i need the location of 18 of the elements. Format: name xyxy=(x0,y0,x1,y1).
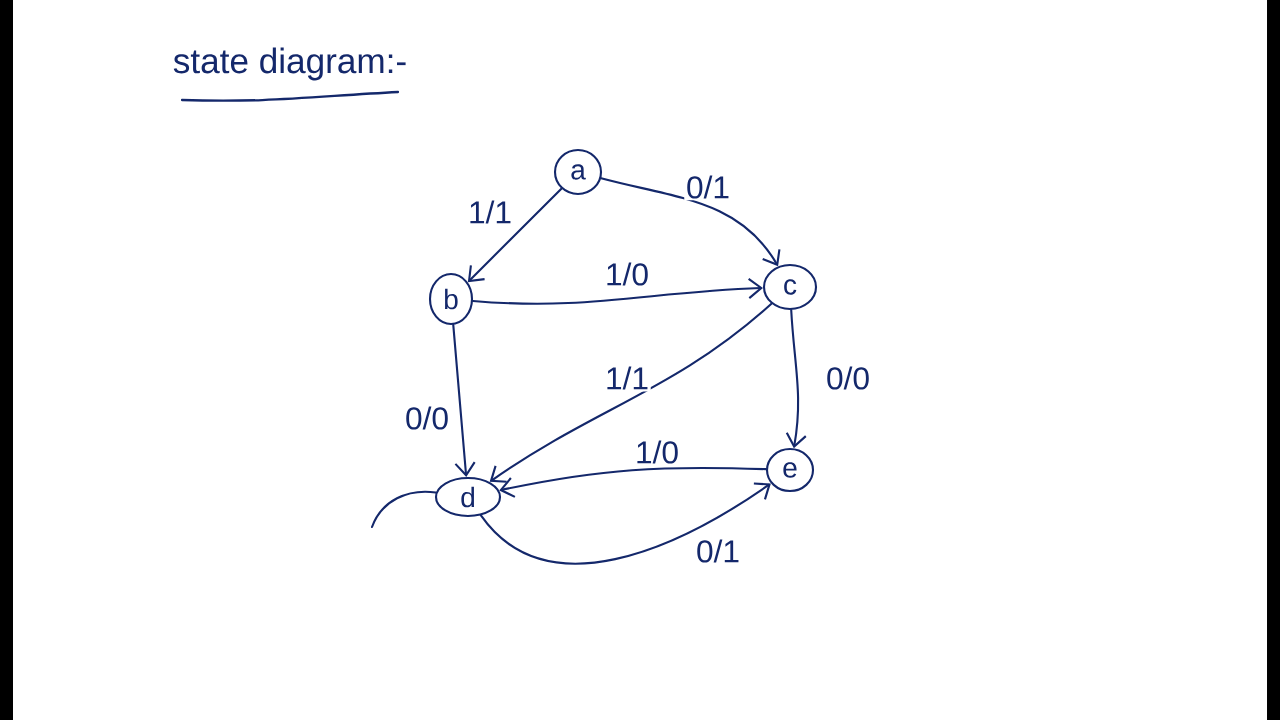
edge-label: 1/0 xyxy=(633,438,681,466)
edge-label: 1/1 xyxy=(466,198,514,226)
title: state diagram:- xyxy=(173,47,406,81)
edge-label: 0/1 xyxy=(694,537,742,565)
transition-arrow xyxy=(489,302,773,483)
edge-label: 0/0 xyxy=(824,364,872,392)
transition-arrow xyxy=(471,277,763,305)
transition-arrow xyxy=(479,482,771,565)
edge-label: 0/1 xyxy=(684,173,732,201)
transition-arrow xyxy=(785,309,807,449)
edge-label: 0/0 xyxy=(403,404,451,432)
transition-arrow xyxy=(499,466,768,498)
loose-line xyxy=(370,490,437,529)
transition-arrow xyxy=(452,323,476,477)
transition-arrow xyxy=(600,177,781,267)
edge-label: 1/0 xyxy=(603,260,651,288)
edge-label: 1/1 xyxy=(603,364,651,392)
transition-arrow xyxy=(467,187,563,283)
